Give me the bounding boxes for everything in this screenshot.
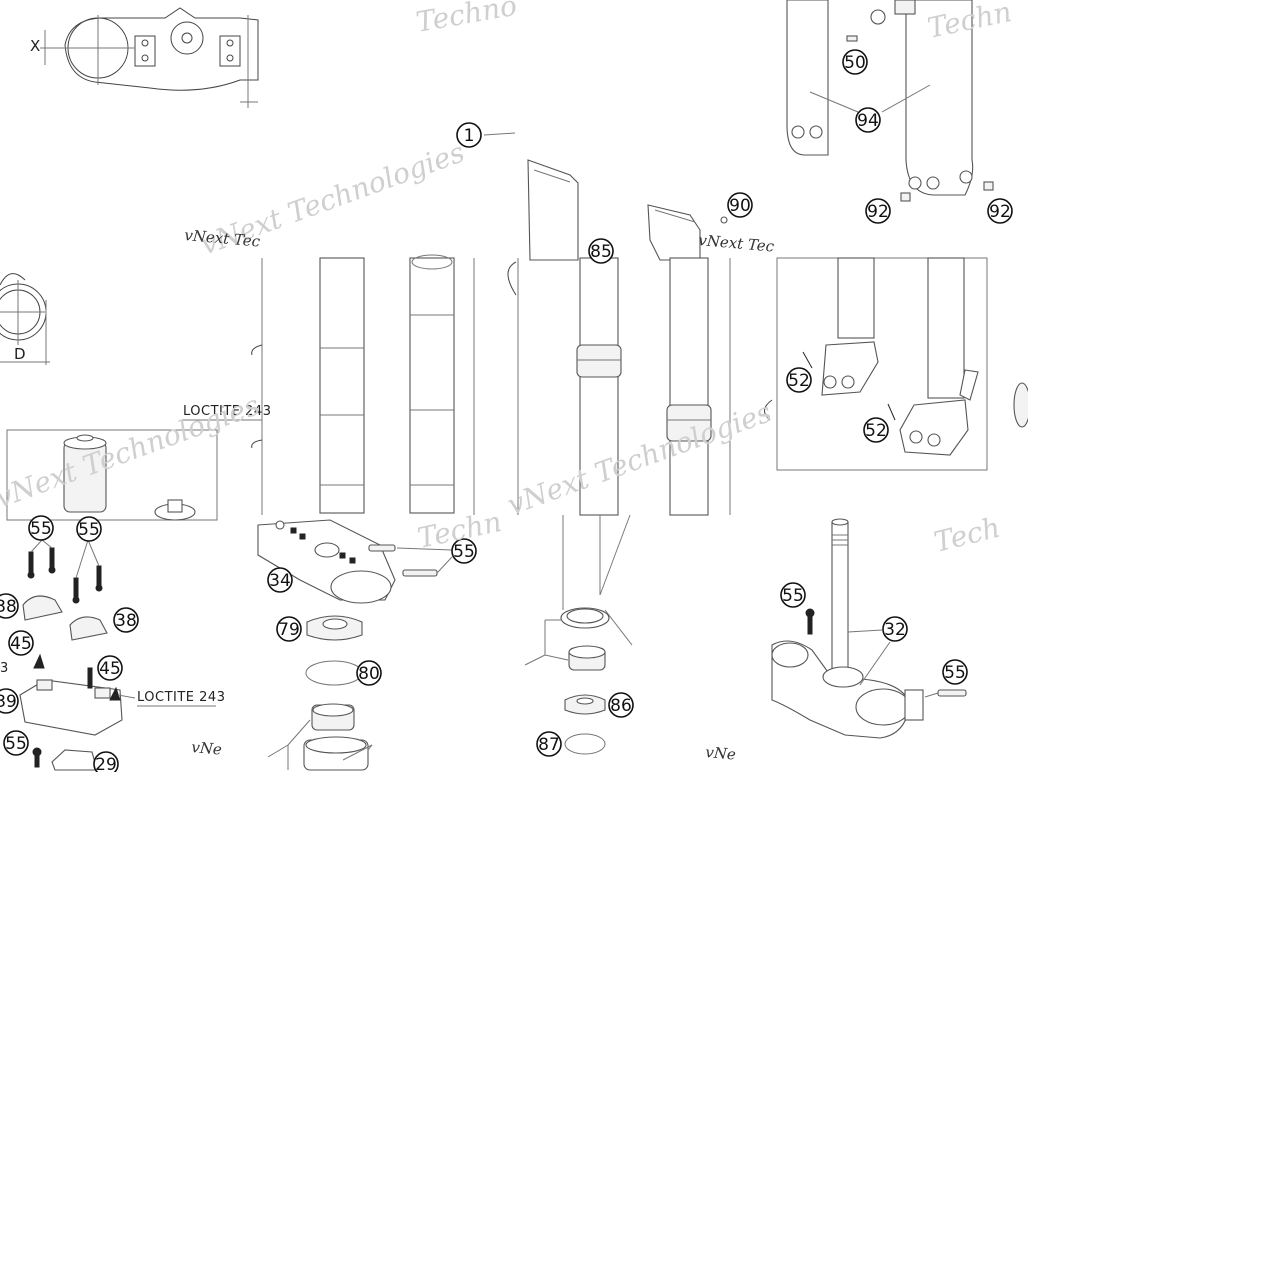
loctite-label-2: LOCTITE 243 [137, 690, 225, 705]
callout-number: 55 [78, 520, 100, 540]
callout-number: 32 [884, 620, 906, 640]
dim-x-label: X [30, 37, 40, 55]
callout-number: 38 [0, 597, 17, 617]
callout-80: 80 [356, 660, 382, 686]
callout-layer: 1 90 85 94 50 92 92 55 55 38 38 45 45 39 55 29 34 79 80 55 8… [0, 49, 1013, 777]
callout-55: 55 [780, 582, 806, 608]
callout-number: 39 [0, 692, 17, 712]
callout-38: 38 [113, 607, 139, 633]
callout-55: 55 [451, 538, 477, 564]
watermark-techno-4: Tech [931, 511, 1004, 559]
callout-number: 55 [453, 542, 475, 562]
callout-number: 90 [729, 196, 751, 216]
callout-number: 86 [610, 696, 632, 716]
callout-number: 45 [99, 659, 121, 679]
outer-tubes-panel [507, 257, 773, 516]
callout-number: 52 [865, 421, 887, 441]
tube-section-view: D [0, 273, 50, 365]
callout-number: 45 [10, 634, 32, 654]
partial-callout-text: 3 [0, 661, 9, 676]
callout-number: 50 [844, 53, 866, 73]
callout-90: 90 [727, 192, 753, 218]
blank-area [0, 772, 1285, 1285]
fork-guard-group [483, 132, 728, 261]
callout-number: 85 [590, 242, 612, 262]
callout-55: 55 [28, 515, 54, 541]
callout-1: 1 [456, 122, 482, 148]
callout-45: 45 [8, 630, 34, 656]
callout-number: 80 [358, 664, 380, 684]
callout-number: 94 [857, 111, 879, 131]
watermark-caption-4: vNe [705, 743, 737, 764]
callout-number: 87 [538, 735, 560, 755]
loctite-label-1: LOCTITE 243 [183, 404, 271, 419]
blank-area-right [1028, 0, 1285, 772]
callout-number: 1 [464, 126, 475, 146]
callout-55: 55 [942, 659, 968, 685]
callout-92: 92 [865, 198, 891, 224]
callout-55: 55 [3, 730, 29, 756]
callout-38: 38 [0, 593, 19, 619]
head-bearing-group [524, 514, 633, 755]
callout-number: 29 [95, 755, 117, 775]
triple-clamp-dimension-view: X [30, 7, 259, 108]
callout-55: 55 [76, 516, 102, 542]
watermark-brand-2: vNext Technologies [503, 395, 776, 521]
watermark-brand-1: vNext Technologies [0, 388, 264, 514]
callout-52: 52 [863, 417, 889, 443]
callout-number: 55 [782, 586, 804, 606]
callout-number: 55 [944, 663, 966, 683]
inset-box-left: LOCTITE 243 [6, 404, 271, 521]
callout-number: 52 [788, 371, 810, 391]
watermark-caption-3: vNe [191, 738, 223, 759]
callout-number: 92 [989, 202, 1011, 222]
handlebar-clamp-group: LOCTITE 243 3 [0, 539, 225, 771]
callout-85: 85 [588, 238, 614, 264]
callout-86: 86 [608, 692, 634, 718]
callout-39: 39 [0, 688, 19, 714]
callout-52: 52 [786, 367, 812, 393]
callout-number: 92 [867, 202, 889, 222]
steering-head-group [257, 519, 453, 771]
callout-29: 29 [93, 751, 119, 777]
callout-92: 92 [987, 198, 1013, 224]
watermark-techno-1: Techno [413, 0, 519, 39]
lower-legs-top [786, 0, 994, 202]
callout-number: 55 [5, 734, 27, 754]
axle-clamp-inset [776, 257, 1031, 471]
callout-32: 32 [882, 616, 908, 642]
watermark-caption-2: vNext Tec [698, 231, 776, 256]
dim-d-label: D [14, 345, 26, 363]
callout-45: 45 [97, 655, 123, 681]
callout-87: 87 [536, 731, 562, 757]
callout-number: 38 [115, 611, 137, 631]
callout-34: 34 [267, 567, 293, 593]
callout-94: 94 [855, 107, 881, 133]
steering-stem-group [771, 518, 967, 739]
callout-number: 55 [30, 519, 52, 539]
callout-79: 79 [276, 616, 302, 642]
callout-number: 79 [278, 620, 300, 640]
callout-50: 50 [842, 49, 868, 75]
upper-tubes-panel [251, 254, 475, 515]
callout-number: 34 [269, 571, 291, 591]
